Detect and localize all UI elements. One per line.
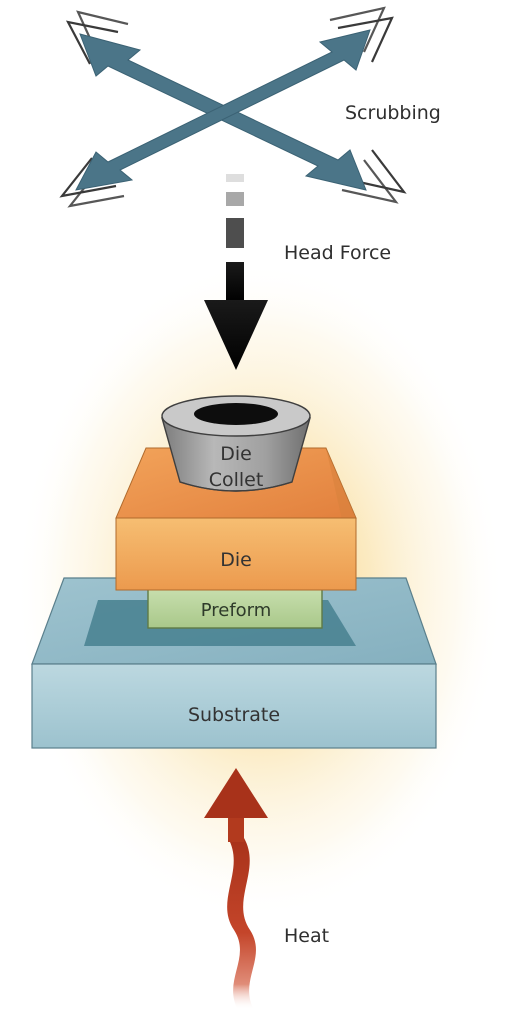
die-label: Die [220,549,252,571]
heat-label: Heat [284,925,329,947]
die-collet-label-line2: Collet [209,469,264,491]
head-force-label: Head Force [284,242,391,264]
die-collet-label-line1: Die [220,443,252,465]
scrubbing-arrows-icon [59,6,407,208]
preform-layer [147,587,323,629]
head-force-arrow-icon [204,174,268,370]
preform-label: Preform [201,600,272,621]
scrubbing-label: Scrubbing [345,102,441,124]
substrate-label: Substrate [188,704,280,726]
heat-arrow-icon [204,768,268,1010]
die-collet [161,395,311,492]
